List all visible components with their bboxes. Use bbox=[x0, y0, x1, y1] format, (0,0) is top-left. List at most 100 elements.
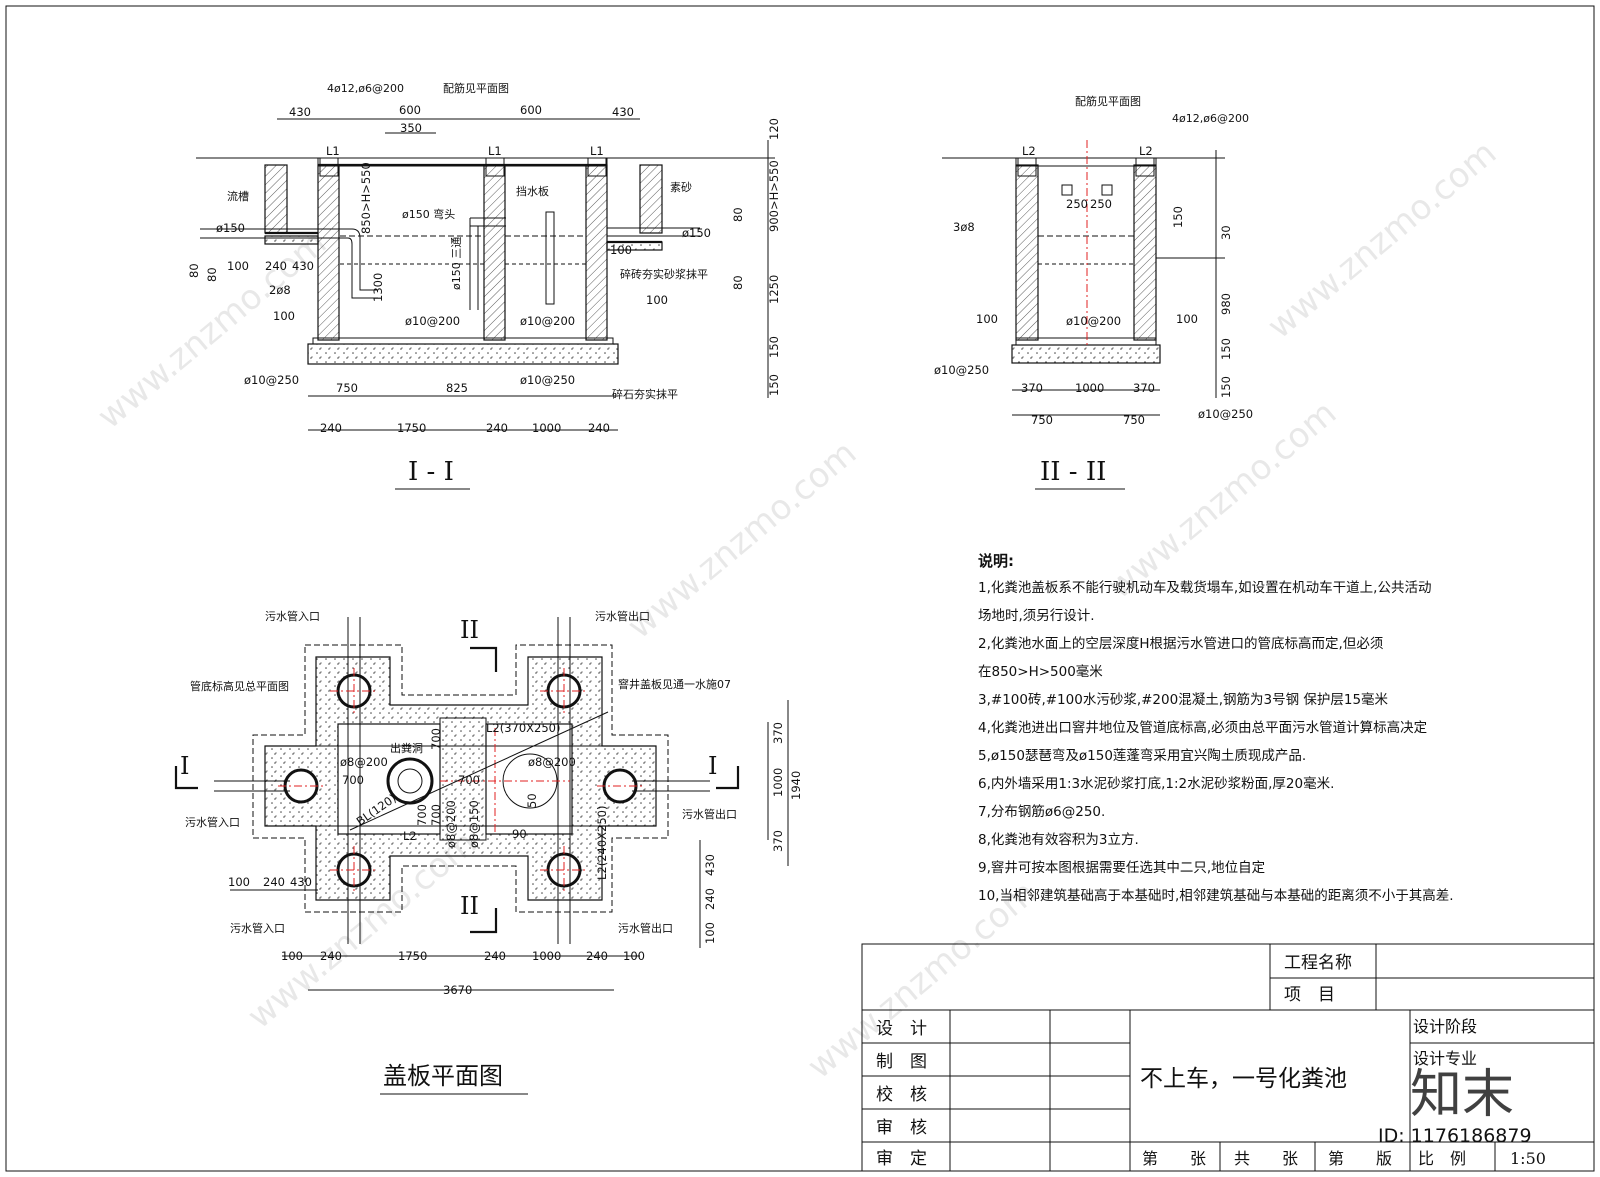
dim: 825 bbox=[446, 381, 468, 395]
dim: 430 bbox=[612, 105, 634, 119]
label: 250 bbox=[1066, 197, 1088, 211]
beam-label: L1 bbox=[488, 144, 502, 158]
label: 出粪洞 bbox=[390, 741, 423, 755]
total-label: 共 张 bbox=[1234, 1149, 1298, 1168]
dim: 700 bbox=[415, 804, 429, 826]
note-line: 5,ø150瑟琶弯及ø150莲蓬弯采用宜兴陶土质现成产品. bbox=[978, 747, 1306, 764]
dim: 700 bbox=[429, 728, 443, 750]
plan-text: 污水管入口 污水管出口 管底标高见总平面图 窨井盖板见通一水施07 出粪洞 L2… bbox=[180, 609, 803, 1095]
label: 250 bbox=[1090, 197, 1112, 211]
dim: 430 bbox=[292, 259, 314, 273]
approve-label: 审 定 bbox=[876, 1149, 927, 1169]
title-block: 工程名称 项 目 设 计 制 图 校 核 审 核 审 定 不上车，一号化粪池 设… bbox=[861, 943, 1595, 1172]
dim: 100 bbox=[976, 312, 998, 326]
dim: 150 bbox=[767, 374, 781, 396]
note-line: 10,当相邻建筑基础高于本基础时,相邻建筑基础与本基础的距离须不小于其高差. bbox=[978, 887, 1454, 904]
section-2-text: 配筋见平面图 4ø12,ø6@200 L2 L2 3ø8 ø10@200 ø10… bbox=[934, 94, 1253, 490]
section-mark: II bbox=[460, 892, 479, 920]
dim: 80 bbox=[731, 275, 745, 290]
dim: 900>H>550 bbox=[767, 160, 781, 232]
label: 污水管入口 bbox=[265, 609, 320, 623]
section-1 bbox=[196, 118, 775, 431]
dim: 600 bbox=[399, 103, 421, 117]
dim: 90 bbox=[512, 827, 527, 841]
dim: 100 bbox=[623, 949, 645, 963]
dim: 700 bbox=[429, 804, 443, 826]
label: ø150 bbox=[216, 221, 245, 235]
note-line: 9,窨井可按本图根据需要任选其中二只,地位自定 bbox=[978, 859, 1265, 876]
beam-l1 bbox=[319, 157, 339, 177]
label: L2(240X250) bbox=[595, 806, 609, 880]
label: 2ø8 bbox=[269, 283, 291, 297]
label: 管底标高见总平面图 bbox=[190, 679, 289, 693]
rebar-note: 配筋见平面图 bbox=[443, 81, 509, 95]
dim: 240 bbox=[588, 421, 610, 435]
label: ø10@200 bbox=[405, 314, 460, 328]
wall-mid bbox=[483, 164, 506, 341]
wall-left bbox=[317, 164, 340, 341]
wall-right bbox=[1133, 164, 1157, 341]
dim: 240 bbox=[703, 888, 717, 910]
dim: 3670 bbox=[443, 983, 472, 997]
review-label: 审 核 bbox=[876, 1118, 927, 1138]
drawing-title: 不上车，一号化粪池 bbox=[1140, 1066, 1347, 1092]
dim: 370 bbox=[1021, 381, 1043, 395]
dim: 1000 bbox=[532, 421, 561, 435]
dim: 240 bbox=[320, 949, 342, 963]
dim: 370 bbox=[1133, 381, 1155, 395]
label: ø10@250 bbox=[244, 373, 299, 387]
dim: 1750 bbox=[397, 421, 426, 435]
dim: 150 bbox=[767, 336, 781, 358]
label: L2(370X250) bbox=[486, 721, 560, 735]
dim: 750 bbox=[336, 381, 358, 395]
check-label: 校 核 bbox=[876, 1085, 927, 1105]
label: ø8@200 bbox=[340, 755, 388, 769]
beam-label: L2 bbox=[1139, 144, 1153, 158]
label: ø10@250 bbox=[520, 373, 575, 387]
dim: 1750 bbox=[398, 949, 427, 963]
note-line: 1,化粪池盖板系不能行驶机动车及载货塌车,如设置在机动车干道上,公共活动 bbox=[978, 579, 1431, 596]
dim: 80 bbox=[731, 207, 745, 222]
dim: 100 bbox=[227, 259, 249, 273]
label: 窨井盖板见通一水施07 bbox=[618, 677, 731, 691]
note-line: 2,化粪池水面上的空层深度H根据污水管进口的管底标高而定,但必须 bbox=[978, 635, 1383, 652]
dim: 1000 bbox=[1075, 381, 1104, 395]
dim: 100 bbox=[273, 309, 295, 323]
note-line: 场地时,须另行设计. bbox=[978, 608, 1095, 624]
base-slab bbox=[1011, 344, 1161, 364]
dim: 700 bbox=[458, 773, 480, 787]
brand-watermark: 知末 ID: 1176186879 bbox=[1378, 1065, 1532, 1147]
label: L2 bbox=[403, 829, 417, 843]
dim: 80 bbox=[205, 267, 219, 282]
label: 3ø8 bbox=[953, 220, 975, 234]
dim: 240 bbox=[263, 875, 285, 889]
watermark-text: www.znzmo.com bbox=[90, 223, 334, 437]
dim: 50 bbox=[525, 793, 539, 808]
version-label: 第 版 bbox=[1328, 1149, 1392, 1168]
note-line: 在850>H>500毫米 bbox=[978, 663, 1103, 680]
label: 污水管入口 bbox=[185, 815, 240, 829]
specialty-label: 设计专业 bbox=[1413, 1049, 1477, 1068]
dim: 1250 bbox=[767, 275, 781, 304]
dim: 1000 bbox=[532, 949, 561, 963]
watermark-text: www.znzmo.com bbox=[1260, 133, 1504, 347]
label: ø10@200 bbox=[1066, 314, 1121, 328]
dim: 750 bbox=[1031, 413, 1053, 427]
beam-label: L1 bbox=[590, 144, 604, 158]
baffle bbox=[545, 211, 555, 305]
dim: 240 bbox=[586, 949, 608, 963]
label: 素砂 bbox=[670, 181, 692, 194]
dim: 430 bbox=[703, 854, 717, 876]
inlet-pipe bbox=[200, 228, 378, 291]
dim: 100 bbox=[1176, 312, 1198, 326]
dim: 150 bbox=[1219, 338, 1233, 360]
beam-label: L2 bbox=[1022, 144, 1036, 158]
label: 碎砖夯实砂浆抹平 bbox=[620, 267, 708, 281]
rebar-label: 4ø12,ø6@200 bbox=[1172, 112, 1249, 125]
wall-left bbox=[1015, 164, 1039, 341]
dim: 120 bbox=[767, 118, 781, 140]
label: ø150 三通 bbox=[450, 237, 463, 290]
note-line: 3,#100砖,#100水污砂浆,#200混凝土,钢筋为3号钢 保护层15毫米 bbox=[978, 691, 1389, 708]
dim: 240 bbox=[486, 421, 508, 435]
